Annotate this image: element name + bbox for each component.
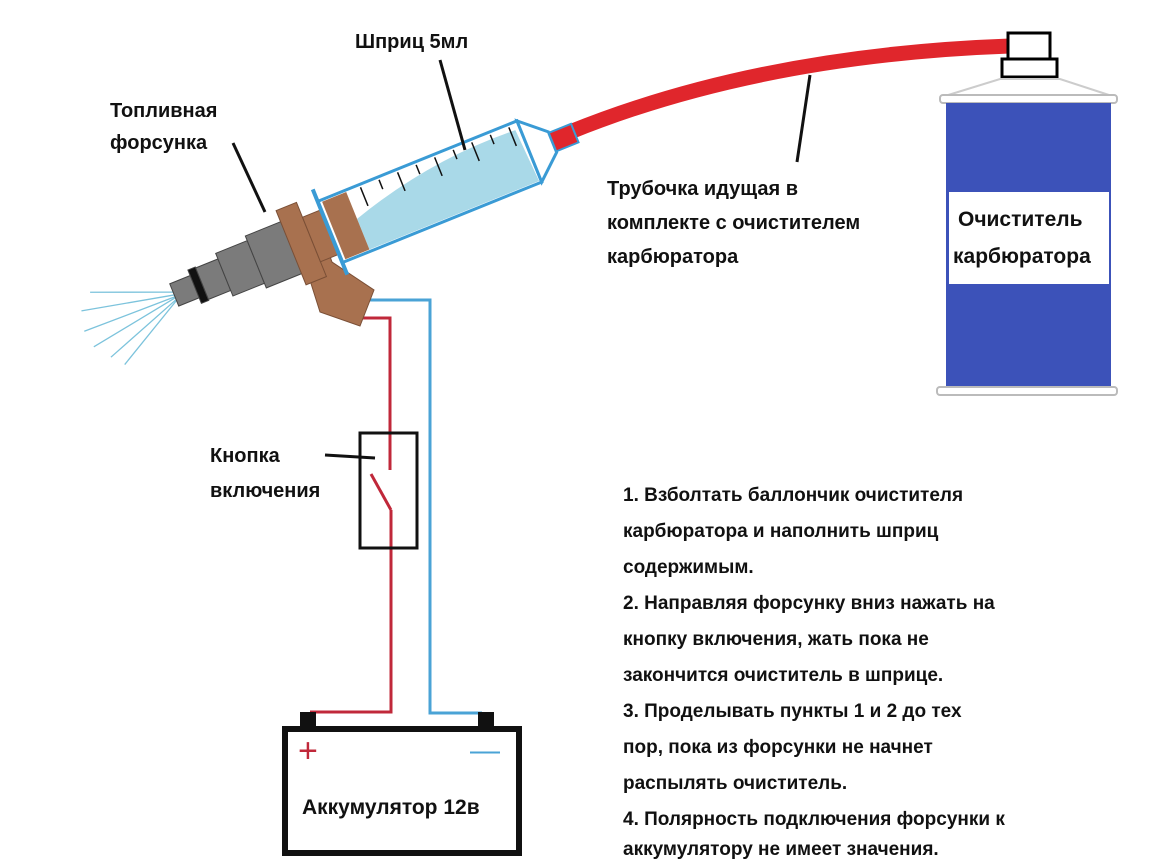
instruction-line: содержимым. — [623, 557, 754, 578]
instruction-line: 2. Направляя форсунку вниз нажать на — [623, 593, 995, 614]
switch-lever — [369, 473, 393, 511]
carb-cleaner-can: Очиститель карбюратора — [936, 31, 1118, 396]
spray-lines — [81, 291, 177, 365]
positive-wire-bottom — [310, 510, 393, 714]
switch-label-line-1: Кнопка — [210, 445, 281, 467]
instruction-line: карбюратора и наполнить шприц — [623, 521, 939, 542]
syringe-scale — [359, 127, 518, 207]
syringe-label: Шприц 5мл — [355, 31, 468, 53]
injector-label-line-1: Топливная — [110, 100, 217, 122]
instruction-line: кнопку включения, жать пока не — [623, 629, 929, 650]
plus-sign: + — [298, 732, 318, 770]
positive-wire-top — [352, 316, 392, 470]
instruction-line: пор, пока из форсунки не начнет — [623, 737, 933, 758]
battery: + — Аккумулятор 12в — [282, 712, 522, 856]
can-label-line-1: Очиститель — [958, 208, 1083, 231]
leader-lines — [231, 59, 812, 460]
tube-label-line-2: комплекте с очистителем — [607, 212, 860, 234]
fuel-injector — [169, 201, 340, 307]
battery-label: Аккумулятор 12в — [302, 796, 480, 819]
tube-label-line-1: Трубочка идущая в — [607, 178, 798, 200]
switch-label-line-2: включения — [210, 480, 320, 502]
instruction-line: 3. Проделывать пункты 1 и 2 до тех — [623, 701, 962, 722]
instructions: 1. Взболтать баллончик очистителя карбюр… — [623, 485, 1005, 860]
can-label-line-2: карбюратора — [953, 245, 1091, 268]
switch-box — [358, 431, 419, 550]
instruction-line: распылять очиститель. — [623, 773, 847, 794]
instruction-line: аккумулятору не имеет значения. — [623, 839, 939, 860]
minus-sign: — — [470, 734, 500, 767]
instruction-line: 1. Взболтать баллончик очистителя — [623, 485, 963, 506]
tube-label-line-3: карбюратора — [607, 246, 739, 268]
instruction-line: закончится очиститель в шприце. — [623, 665, 943, 686]
injector-label-line-2: форсунка — [110, 132, 208, 154]
cleaner-tube — [562, 38, 1018, 140]
negative-wire — [368, 298, 482, 715]
syringe — [310, 118, 580, 276]
instruction-line: 4. Полярность подключения форсунки к — [623, 809, 1005, 830]
